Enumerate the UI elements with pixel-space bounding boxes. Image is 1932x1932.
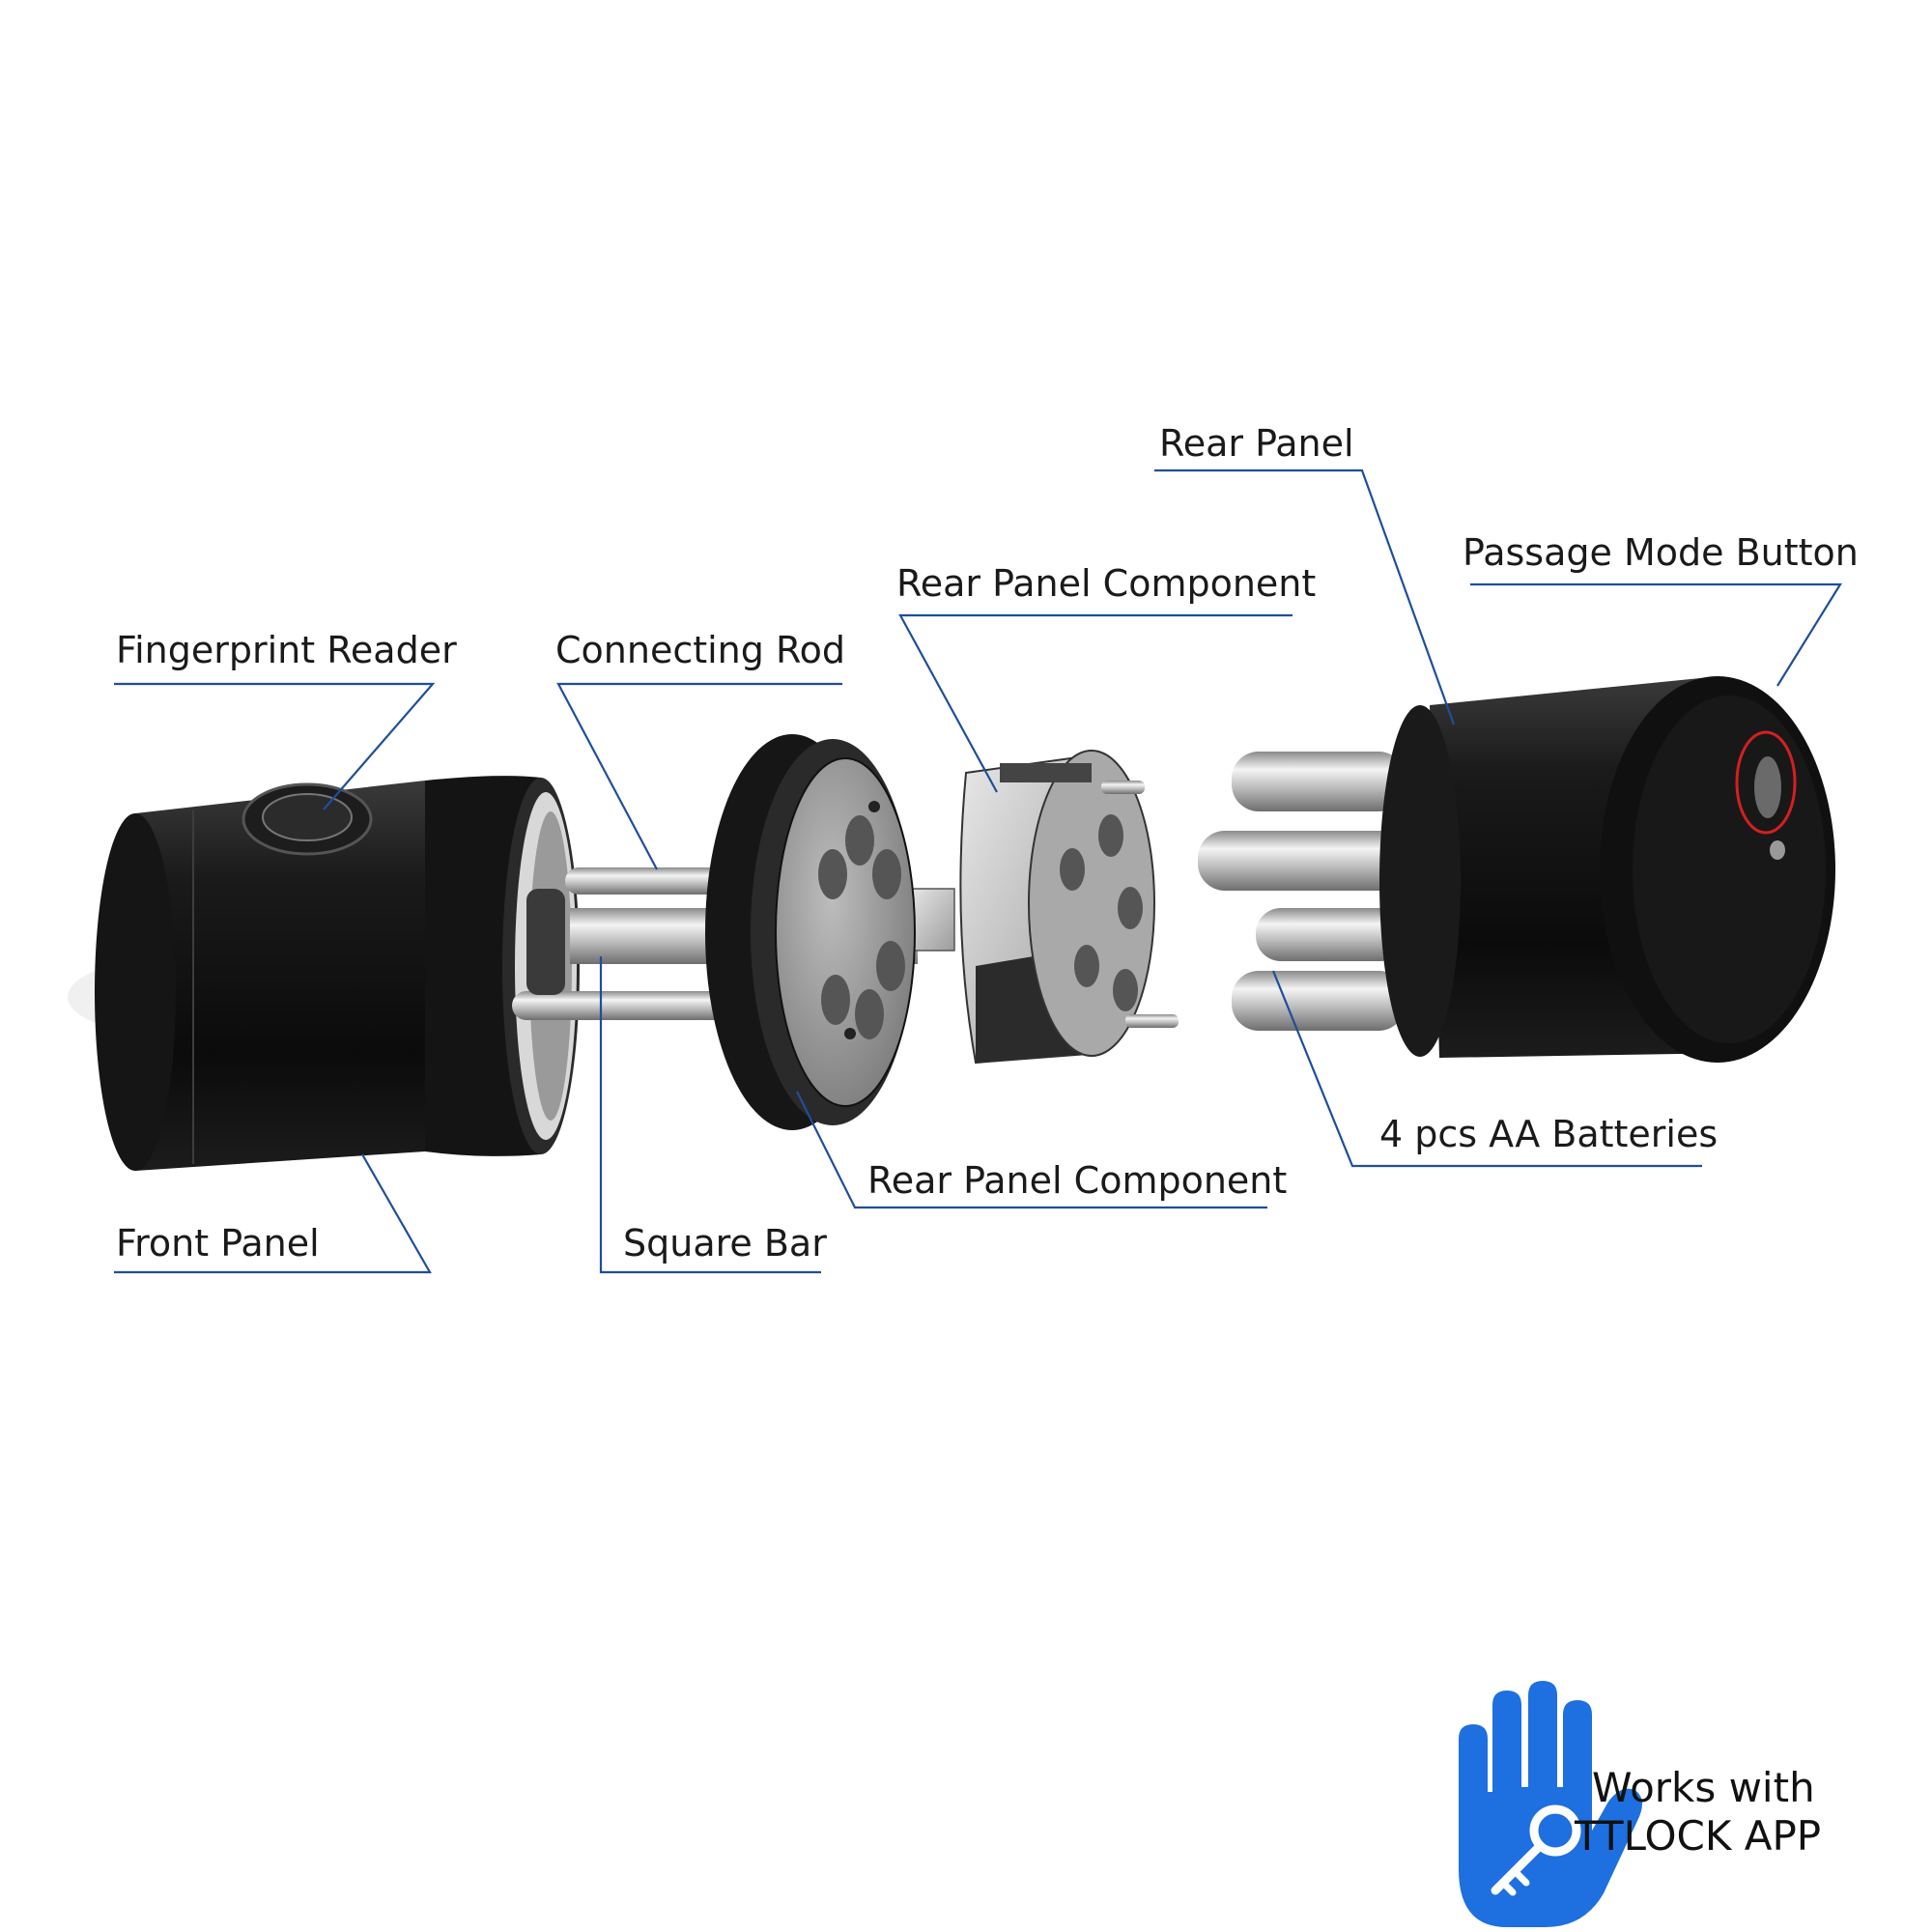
rear-panel-component-disc — [705, 734, 916, 1130]
aa-batteries — [1198, 752, 1406, 1031]
fingerprint-reader — [242, 782, 373, 856]
leader-square-bar — [599, 956, 821, 1274]
hand-key-icon — [1459, 1681, 1642, 1927]
label-passage-mode-button: Passage Mode Button — [1463, 531, 1859, 574]
rear-panel — [1379, 676, 1835, 1063]
badge-line1: Works with — [1592, 1764, 1815, 1811]
connecting-rods — [512, 867, 734, 1020]
leader-rear-panel-component-top — [898, 613, 1293, 793]
label-connecting-rod: Connecting Rod — [555, 629, 845, 671]
leader-rear-panel — [1154, 469, 1456, 725]
leader-passage-mode-button — [1470, 582, 1842, 687]
leader-lines — [114, 469, 1842, 1274]
leader-fingerprint-reader — [114, 682, 436, 810]
labels: Fingerprint Reader Connecting Rod Rear P… — [116, 422, 1859, 1264]
label-square-bar: Square Bar — [623, 1222, 827, 1264]
label-front-panel: Front Panel — [116, 1222, 320, 1264]
passage-mode-highlight — [1735, 730, 1797, 835]
leader-front-panel — [114, 1153, 432, 1274]
rear-panel-component-mount — [959, 750, 1179, 1065]
label-rear-panel-component-top: Rear Panel Component — [896, 562, 1316, 605]
leader-rear-panel-component-bottom — [796, 1091, 1267, 1209]
label-rear-panel: Rear Panel — [1159, 422, 1354, 465]
label-batteries: 4 pcs AA Batteries — [1379, 1113, 1718, 1155]
ttlock-badge: Works with TTLOCK APP — [1459, 1681, 1821, 1927]
leader-batteries — [1271, 970, 1702, 1168]
badge-line2: TTLOCK APP — [1574, 1812, 1821, 1860]
label-rear-panel-component-bottom: Rear Panel Component — [867, 1159, 1287, 1202]
leader-connecting-rod — [556, 682, 842, 870]
label-fingerprint-reader: Fingerprint Reader — [116, 629, 457, 671]
